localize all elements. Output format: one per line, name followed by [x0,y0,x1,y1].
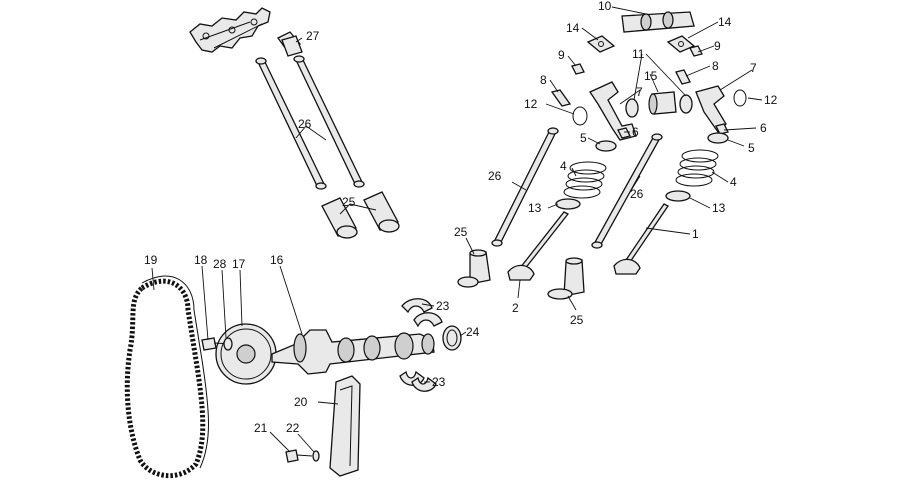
nut-9-left [571,63,585,75]
callout-2: 2 [512,301,519,315]
adjuster-cup-27 [281,35,303,57]
valve-1 [613,203,669,275]
callout-6: 6 [632,125,639,139]
stud-8-right [675,69,691,85]
callout-12: 12 [524,97,538,111]
cap-5-right [707,132,729,144]
callout-22: 22 [286,421,300,435]
callout-6: 6 [760,121,767,135]
washer-28 [223,337,233,351]
nut-9-right [689,45,703,57]
pad-14-right [666,35,696,53]
bushing-23-lower [399,370,437,392]
callout-14: 14 [566,21,580,35]
collets-6-right [715,123,729,135]
circlip-12-left [572,106,588,126]
callout-8: 8 [540,73,547,87]
seat-13-left [555,198,581,210]
callout-26: 26 [630,187,644,201]
callout-26: 26 [488,169,502,183]
tappet-25-right [547,257,585,300]
callout-28: 28 [213,257,227,271]
leader-lines [151,6,763,453]
callout-18: 18 [194,253,208,267]
callout-5: 5 [748,141,755,155]
spring-4-left [563,161,607,199]
bush-11-right [679,94,693,114]
rocker-arm-7-left [589,81,637,141]
callout-12: 12 [764,93,778,107]
tappet-pair-left [321,191,400,239]
bush-11-left [625,98,639,118]
callout-25: 25 [570,313,584,327]
callout-14: 14 [718,15,732,29]
callout-20: 20 [294,395,308,409]
cap-5-left [595,140,617,152]
spacer-15 [648,91,677,115]
callout-25: 25 [454,225,468,239]
valve-2 [507,211,570,281]
callout-27: 27 [306,29,320,43]
seal-ring-24 [442,325,462,351]
callout-16: 16 [270,253,284,267]
callout-25: 25 [342,195,356,209]
bolt-21 [285,449,313,463]
pad-14-left [586,35,616,53]
spring-4-right [675,149,719,187]
callout-4: 4 [560,159,567,173]
callout-7: 7 [750,61,757,75]
callout-5: 5 [580,131,587,145]
bushing-23-upper [401,298,443,328]
callout-24: 24 [466,325,480,339]
pushrod-left-pair [255,55,365,190]
callout-15: 15 [644,69,658,83]
pushrod-26-right [591,133,663,249]
rocker-shaft-10 [621,11,695,33]
callout-23: 23 [432,375,446,389]
camshaft [271,329,435,375]
callout-9: 9 [714,39,721,53]
callout-4: 4 [730,175,737,189]
callout-1: 1 [692,227,699,241]
pushrod-26-centre [491,127,559,247]
callout-8: 8 [712,59,719,73]
callout-9: 9 [558,48,565,62]
callout-10: 10 [598,0,612,13]
stud-8-left [550,89,572,107]
callout-7: 7 [636,85,643,99]
rocker-arm-7-right [695,85,727,134]
callout-13: 13 [528,201,542,215]
callout-17: 17 [232,257,246,271]
callout-13: 13 [712,201,726,215]
washer-22 [312,450,320,462]
collets-6-left [617,127,631,139]
callout-23: 23 [436,299,450,313]
sprocket-bolt-18 [201,337,233,351]
callout-labels: 10 14 14 9 9 8 8 11 15 7 7 12 12 5 5 6 6… [144,0,778,435]
callout-26: 26 [298,117,312,131]
timing-chain [124,275,209,479]
seat-13-right [665,190,691,202]
callout-11: 11 [632,47,645,61]
tappet-25-centre [457,249,491,288]
callout-21: 21 [254,421,268,435]
callout-19: 19 [144,253,158,267]
timing-sprocket [215,323,277,385]
circlip-12-right [733,89,747,107]
chain-tensioner [329,375,361,477]
